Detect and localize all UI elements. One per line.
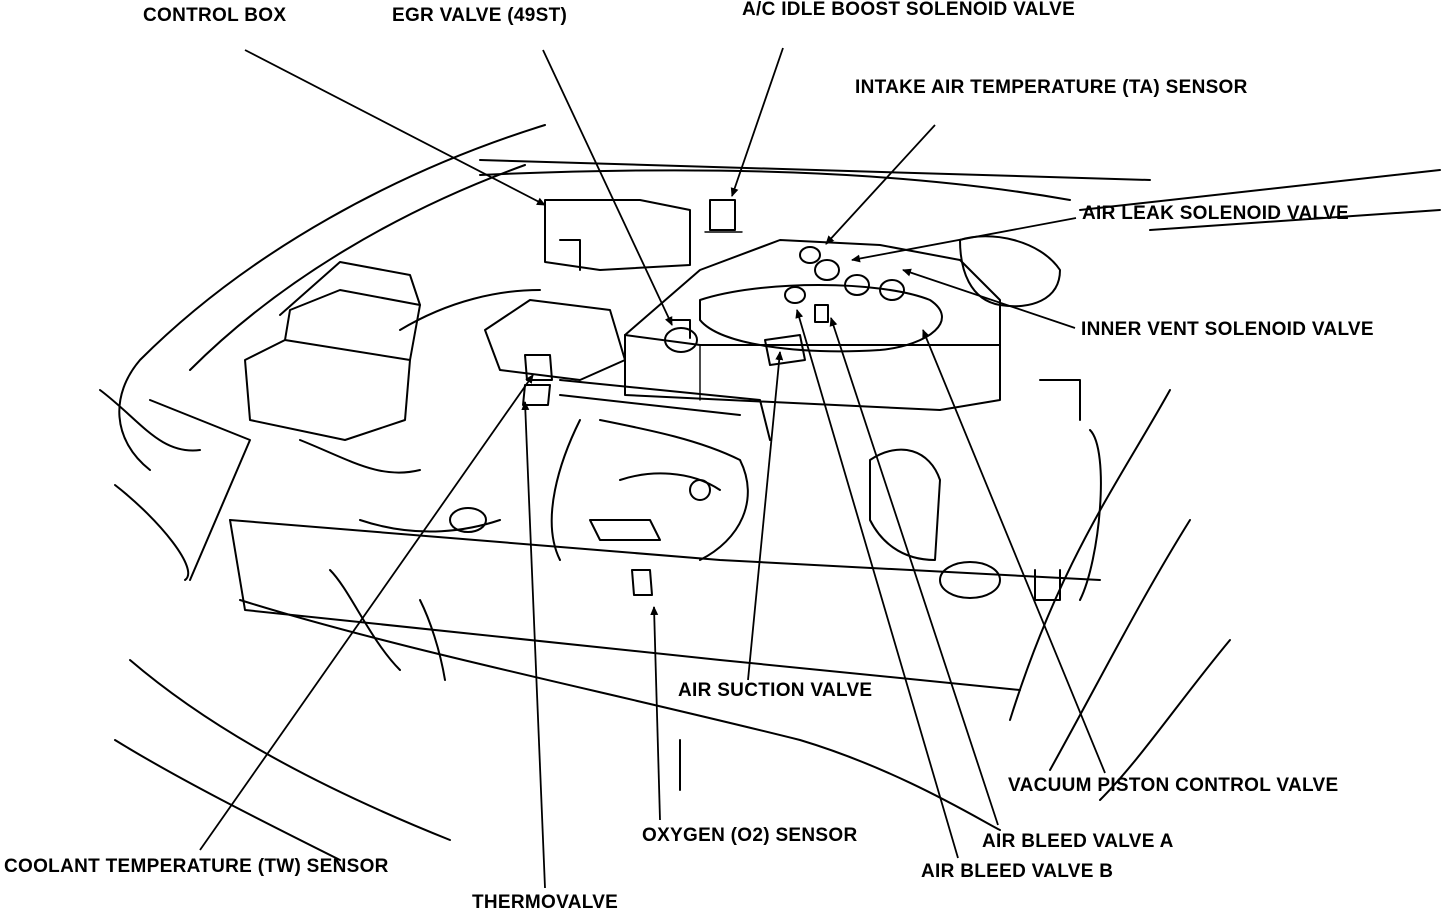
leader-vacuum-piston	[922, 329, 1106, 774]
leader-air-bleed-a	[829, 317, 999, 826]
label-air-bleed-b: AIR BLEED VALVE B	[921, 861, 1114, 882]
label-air-bleed-a: AIR BLEED VALVE A	[982, 831, 1174, 852]
leader-oxygen-sensor	[650, 606, 661, 821]
leader-air-suction	[747, 351, 784, 681]
leader-control-box	[244, 49, 546, 206]
label-control-box: CONTROL BOX	[143, 5, 287, 26]
label-intake-air-temp: INTAKE AIR TEMPERATURE (TA) SENSOR	[855, 77, 1248, 98]
leader-inner-vent	[902, 268, 1076, 329]
label-inner-vent: INNER VENT SOLENOID VALVE	[1081, 319, 1374, 340]
leader-air-bleed-b	[795, 309, 959, 859]
label-egr-valve: EGR VALVE (49ST)	[392, 5, 568, 26]
leader-coolant-temp	[199, 374, 534, 851]
label-air-suction: AIR SUCTION VALVE	[678, 680, 873, 701]
label-ac-idle-boost: A/C IDLE BOOST SOLENOID VALVE	[742, 0, 1076, 20]
leader-ac-idle-boost	[730, 47, 784, 197]
label-air-leak: AIR LEAK SOLENOID VALVE	[1082, 203, 1349, 224]
label-coolant-temp: COOLANT TEMPERATURE (TW) SENSOR	[4, 856, 389, 877]
label-thermovalve: THERMOVALVE	[472, 892, 619, 912]
leader-thermovalve	[521, 401, 546, 889]
leader-egr-valve	[542, 49, 673, 326]
label-oxygen-sensor: OXYGEN (O2) SENSOR	[642, 825, 858, 846]
engine-outline	[99, 124, 1441, 861]
leader-air-leak	[851, 217, 1077, 263]
label-vacuum-piston: VACUUM PISTON CONTROL VALVE	[1008, 775, 1339, 796]
leader-intake-air-temp	[825, 124, 936, 245]
leader-lines	[199, 47, 1106, 889]
